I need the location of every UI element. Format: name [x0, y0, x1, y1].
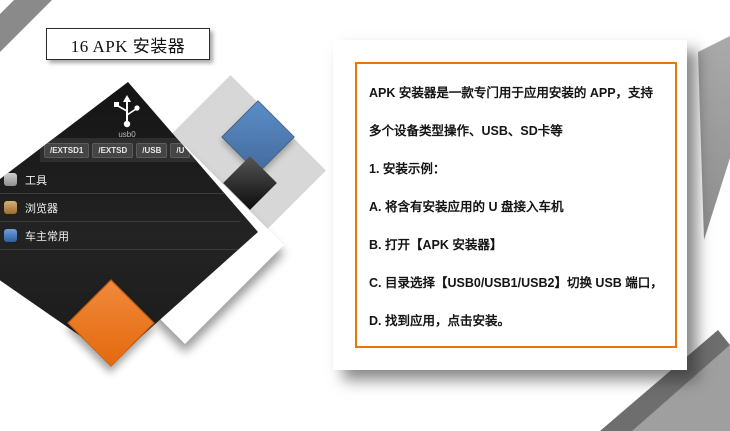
- car-favorites-icon: [4, 229, 17, 242]
- menu-item-label: 工具: [25, 174, 47, 187]
- browser-icon: [4, 201, 17, 214]
- tab-usb[interactable]: /USB: [136, 142, 168, 158]
- menu-item-tools[interactable]: 工具: [0, 166, 240, 194]
- content-line: C. 目录选择【USB0/USB1/USB2】切换 USB 端口，: [369, 275, 663, 290]
- content-box: APK 安装器是一款专门用于应用安装的 APP，支持 多个设备类型操作、USB、…: [355, 62, 677, 348]
- content-line: D. 找到应用，点击安装。: [369, 313, 510, 328]
- content-line: A. 将含有安装应用的 U 盘接入车机: [369, 199, 564, 214]
- menu-item-favorites[interactable]: 车主常用: [0, 222, 240, 250]
- content-line: 1. 安装示例：: [369, 161, 446, 176]
- tab-extsd1[interactable]: /EXTSD1: [44, 142, 90, 158]
- content-line: APK 安装器是一款专门用于应用安装的 APP，支持: [369, 85, 654, 100]
- menu-item-label: 车主常用: [25, 230, 69, 243]
- content-line: B. 打开【APK 安装器】: [369, 237, 503, 252]
- tab-extsd[interactable]: /EXTSD: [92, 142, 134, 158]
- usb-icon: [110, 94, 144, 130]
- right-edge-decor: [698, 36, 730, 240]
- page-title: 16 APK 安装器: [46, 28, 210, 60]
- screenshot-menu: 工具 浏览器 车主常用: [0, 166, 240, 250]
- usb-device-label: usb0: [118, 130, 136, 139]
- tools-icon: [4, 173, 17, 186]
- content-panel: APK 安装器是一款专门用于应用安装的 APP，支持 多个设备类型操作、USB、…: [333, 40, 687, 370]
- content-line: 多个设备类型操作、USB、SD卡等: [369, 123, 563, 138]
- menu-item-browser[interactable]: 浏览器: [0, 194, 240, 222]
- menu-item-label: 浏览器: [25, 202, 58, 215]
